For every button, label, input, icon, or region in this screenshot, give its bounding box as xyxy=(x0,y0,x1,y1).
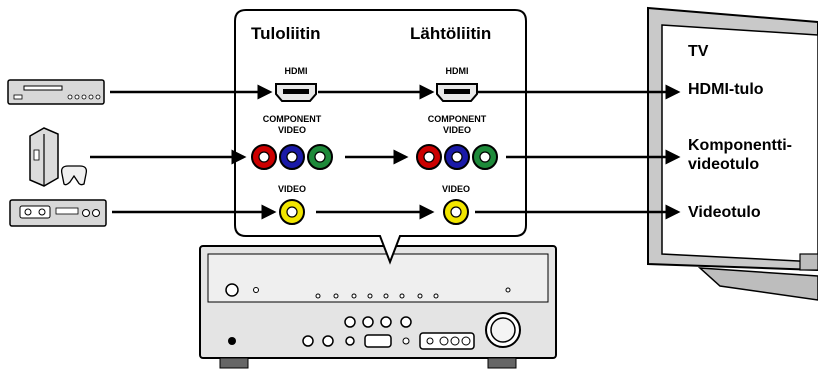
component-output-jacks xyxy=(416,144,498,170)
tv-component-input-label-line1: Komponentti- xyxy=(688,137,792,154)
tv-hdmi-input-label: HDMI-tulo xyxy=(688,81,764,98)
component-input-label-line2: VIDEO xyxy=(277,125,306,135)
game-console-icon xyxy=(29,127,88,187)
component-output-label-line1: COMPONENT xyxy=(427,114,487,124)
output-connector-heading: Lähtöliitin xyxy=(410,24,492,43)
input-connector-heading: Tuloliitin xyxy=(251,24,321,43)
vcr-icon xyxy=(9,199,107,227)
tv-title: TV xyxy=(688,43,709,60)
component-input-label-line1: COMPONENT xyxy=(262,114,322,124)
hdmi-input-label: HDMI xyxy=(284,66,308,76)
video-input-jack xyxy=(279,199,305,225)
av-receiver-icon xyxy=(199,245,557,369)
tv-video-input-label: Videotulo xyxy=(688,204,761,221)
video-output-jack xyxy=(443,199,469,225)
tv-component-input-label-line2: videotulo xyxy=(688,156,760,173)
connector-panel xyxy=(234,9,527,265)
component-output-label-line2: VIDEO xyxy=(442,125,471,135)
bd-player-icon xyxy=(7,79,105,105)
video-output-label: VIDEO xyxy=(441,184,470,194)
video-input-label: VIDEO xyxy=(277,184,306,194)
hdmi-output-port xyxy=(436,83,478,102)
hdmi-output-label: HDMI xyxy=(445,66,469,76)
component-input-jacks xyxy=(251,144,333,170)
hdmi-input-port xyxy=(275,83,317,102)
tv-icon xyxy=(647,6,818,301)
